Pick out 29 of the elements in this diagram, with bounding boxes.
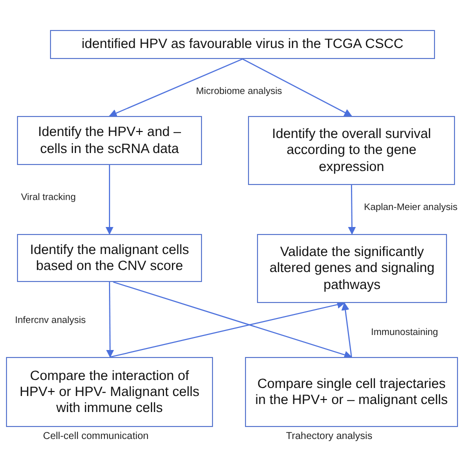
analysis-label: Microbiome analysis: [195, 86, 284, 97]
process-box: [17, 116, 202, 165]
box-text: Identify the malignant cells based on the CNV score: [28, 242, 190, 274]
process-box: [248, 116, 455, 185]
process-box: [6, 357, 213, 427]
step-caption: Cell-cell communication: [42, 431, 150, 442]
box-text: Compare single cell trajectaries in the HPV+ or – malignant cells: [254, 376, 449, 408]
box-text: Identify the overall survival according to the gene expression: [270, 126, 432, 175]
edge-label: Immunostaining: [370, 327, 440, 338]
arrow: [341, 302, 352, 358]
arrow: [108, 58, 243, 117]
process-box: [257, 234, 447, 303]
process-box: [245, 357, 458, 427]
edge-label: Viral tracking: [20, 192, 77, 203]
arrow: [242, 58, 352, 116]
box-text: Identify the HPV+ and – cells in the scRNA data: [37, 124, 182, 157]
box-text: identified HPV as favourable virus in the TCGA CSCC: [82, 36, 404, 53]
process-box: [17, 234, 202, 282]
box-text: Compare the interaction of HPV+ or HPV- Malignant cells with immune cells: [18, 368, 200, 416]
arrow: [348, 185, 356, 235]
arrow: [110, 300, 346, 358]
arrow: [113, 281, 352, 359]
arrow: [106, 165, 114, 235]
process-box: [50, 30, 435, 59]
arrow: [106, 282, 114, 358]
edge-label: Kaplan-Meier analysis: [363, 202, 458, 213]
step-caption: Trahectory analysis: [285, 431, 374, 442]
box-text: Validate the significantly altered genes and signaling pathways: [268, 244, 436, 293]
edge-label: Infercnv analysis: [14, 315, 87, 326]
